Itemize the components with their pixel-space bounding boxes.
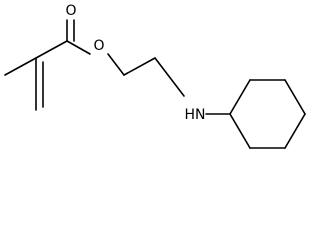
bond-ring-1 [229,79,251,115]
bond-alpha-carbon-carbonyl-carbon [35,40,68,59]
structure-canvas: O O HN [4,3,306,149]
molecule-structure: O O HN [4,3,306,149]
bond-carbonyl-carbon-ester-oxygen [66,40,91,55]
bond-ch2-nitrogen [154,57,185,97]
amine-label: HN [185,107,206,123]
carbonyl-oxygen-label: O [65,3,76,19]
ester-oxygen-label: O [93,38,104,54]
bond-methyl-alpha-carbon [4,57,37,76]
bond-ring-6 [229,113,251,149]
bond-ch2-ch2 [123,57,156,76]
bond-ring-3 [284,79,306,115]
bond-ester-oxygen-ch2 [107,53,125,76]
bond-ring-4 [284,113,306,149]
